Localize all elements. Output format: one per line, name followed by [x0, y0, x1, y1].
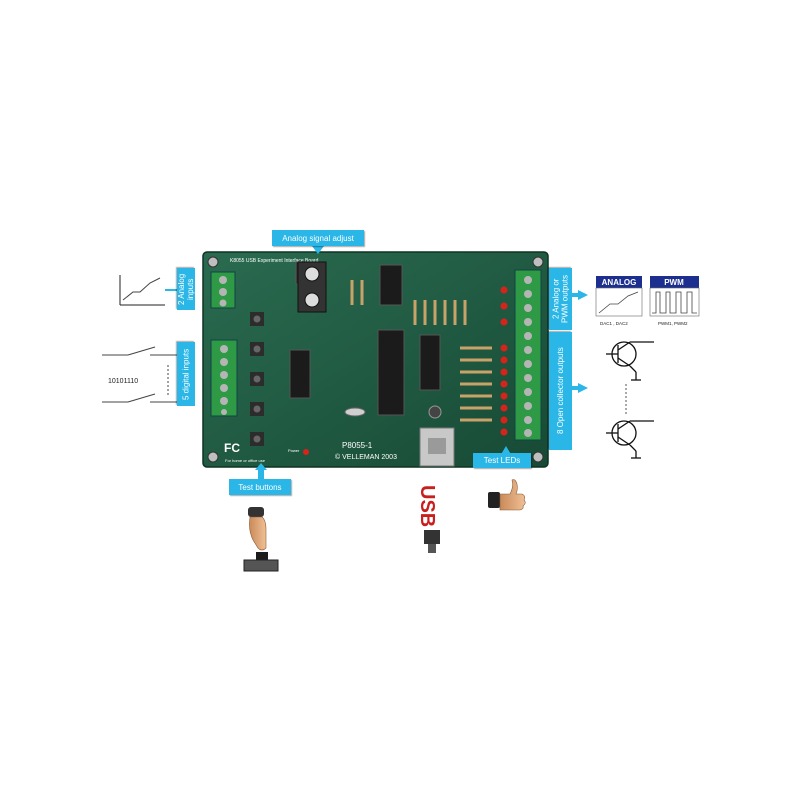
fcc-note: For home or office use — [225, 458, 266, 463]
transistor-icon — [606, 420, 654, 459]
transistor-icon — [606, 341, 654, 381]
analog-output-box: ANALOG DAC1 , DAC2 — [595, 276, 643, 326]
thumbs-up-icon — [488, 479, 526, 511]
board-maker: © VELLEMAN 2003 — [335, 453, 397, 461]
analog-input-terminal — [210, 271, 236, 309]
test-buttons-arrow — [255, 463, 267, 470]
usb-connector — [419, 427, 455, 467]
finger-press-icon — [243, 507, 279, 572]
capacitor — [428, 405, 442, 419]
test-button-column — [250, 312, 264, 446]
callout-digital-inputs: 5 digital inputs — [177, 342, 195, 406]
callout-open-collector-outputs: 8 Open collector outputs — [549, 332, 572, 450]
pwm-caption: PWM1, PWM2 — [658, 321, 688, 326]
callout-test-leds: Test LEDs — [473, 453, 531, 468]
board-model: P8055-1 — [342, 441, 373, 450]
callout-analog-inputs: 2 Analog inputs — [177, 268, 195, 310]
callout-test-buttons: Test buttons — [229, 479, 291, 495]
binary-value: 10101110 — [108, 378, 138, 385]
resistor-array — [350, 280, 492, 422]
callout-analog-signal-adjust: Analog signal adjust — [272, 230, 364, 246]
pcb-board: K8055 USB Experiment Interface Board — [202, 251, 549, 468]
analog-input-graph — [119, 275, 165, 306]
analog-caption: DAC1 , DAC2 — [600, 321, 628, 326]
usb-plug-icon: USB — [416, 485, 440, 553]
svg-text:USB: USB — [416, 485, 438, 527]
test-led-column — [500, 286, 508, 436]
analog-title: ANALOG — [602, 278, 637, 287]
crystal — [344, 407, 366, 417]
power-label: Power — [288, 448, 300, 453]
fcc-mark: FC — [224, 441, 240, 455]
pwm-output-box: PWM PWM1, PWM2 — [649, 276, 700, 326]
output-arrows — [572, 290, 588, 393]
analog-adjust-arrow — [312, 246, 324, 254]
callout-analog-pwm-outputs: 2 Analog or PWM outputs — [549, 268, 572, 330]
digital-input-switches — [102, 346, 178, 403]
board-title: K8055 USB Experiment Interface Board — [230, 258, 319, 264]
digital-input-terminal — [210, 339, 238, 417]
output-terminal — [514, 269, 542, 441]
pwm-title: PWM — [664, 278, 684, 287]
potentiometer — [297, 261, 327, 313]
